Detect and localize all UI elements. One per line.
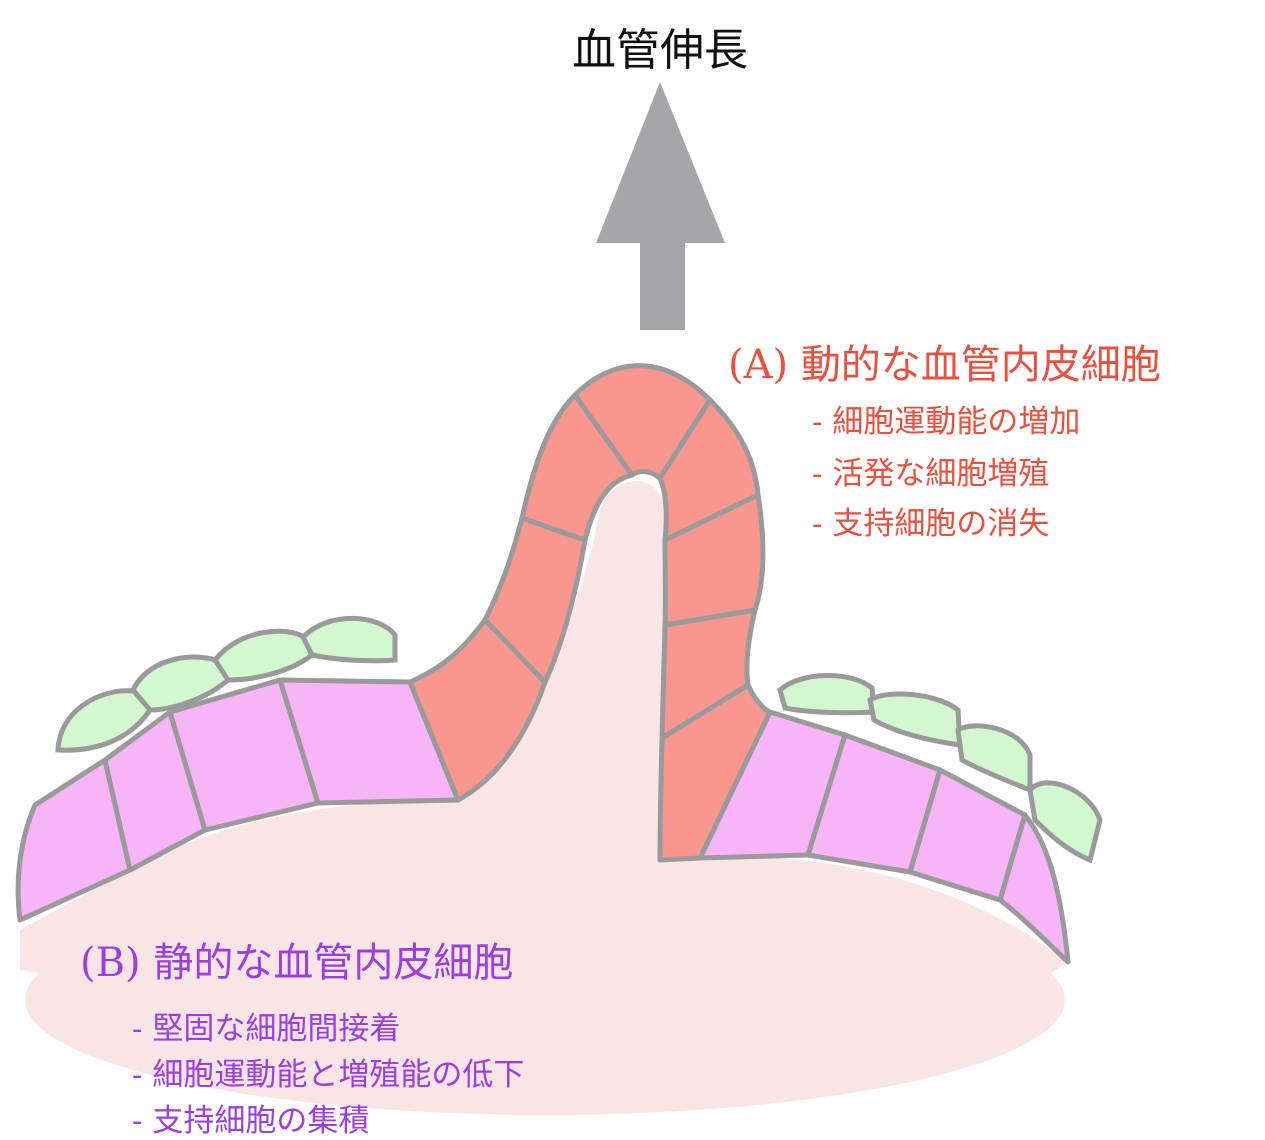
support-cell <box>780 675 874 712</box>
support-cell <box>870 694 960 745</box>
support-cell <box>303 618 395 660</box>
quiescent-cells-item: - 細胞運動能と増殖能の低下 <box>132 1049 524 1094</box>
quiescent-cells-heading: (B) 静的な血管内皮細胞 <box>80 930 513 988</box>
active-cells-item: - 活発な細胞増殖 <box>812 448 1049 493</box>
elongation-arrow <box>596 82 725 330</box>
active-cells-item: - 支持細胞の消失 <box>812 498 1049 543</box>
quiescent-cells-item: - 堅固な細胞間接着 <box>132 1003 400 1048</box>
support-cell <box>215 631 312 680</box>
active-cells-heading: (A) 動的な血管内皮細胞 <box>728 332 1161 390</box>
quiescent-cells-item: - 支持細胞の集積 <box>132 1095 369 1140</box>
diagram-title: 血管伸長 <box>572 14 748 78</box>
active-cells-item: - 細胞運動能の増加 <box>812 396 1080 441</box>
support-cell <box>958 726 1030 790</box>
